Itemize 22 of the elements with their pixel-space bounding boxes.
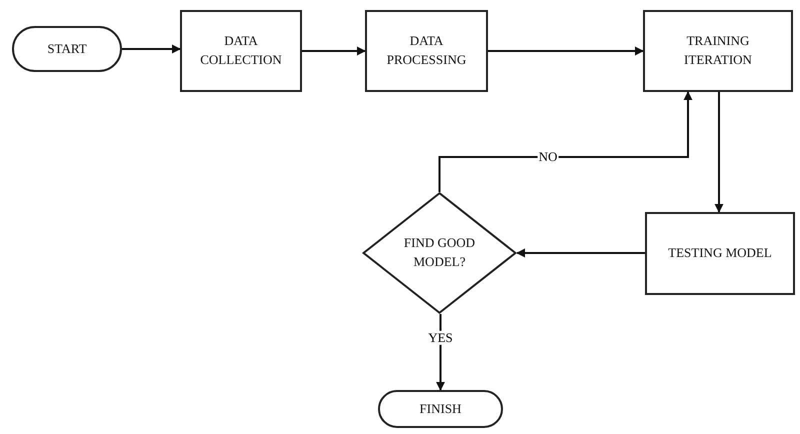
- arrow: [714, 92, 724, 213]
- process-box: [645, 212, 795, 295]
- node-label: FIND GOOD MODEL?: [402, 234, 476, 271]
- node-label: DATA PROCESSING: [386, 32, 468, 69]
- node-label: TESTING MODEL: [668, 244, 772, 262]
- arrow: [516, 248, 645, 258]
- edge-label: NO: [538, 150, 558, 164]
- node-label: TRAINING ITERATION: [683, 32, 753, 69]
- node-label: START: [47, 40, 87, 58]
- process-box: [180, 10, 302, 92]
- arrow: [438, 91, 692, 192]
- terminal-pill: [12, 26, 122, 72]
- terminal-pill: [378, 390, 503, 428]
- node-label: FINISH: [420, 400, 462, 418]
- node-label: DATA COLLECTION: [199, 32, 283, 69]
- arrow: [488, 46, 644, 56]
- process-box: [365, 10, 488, 92]
- arrow: [122, 44, 181, 54]
- process-box: [643, 10, 793, 92]
- edge-label: YES: [427, 330, 454, 346]
- arrow: [302, 46, 366, 56]
- decision-diamond: [362, 192, 517, 314]
